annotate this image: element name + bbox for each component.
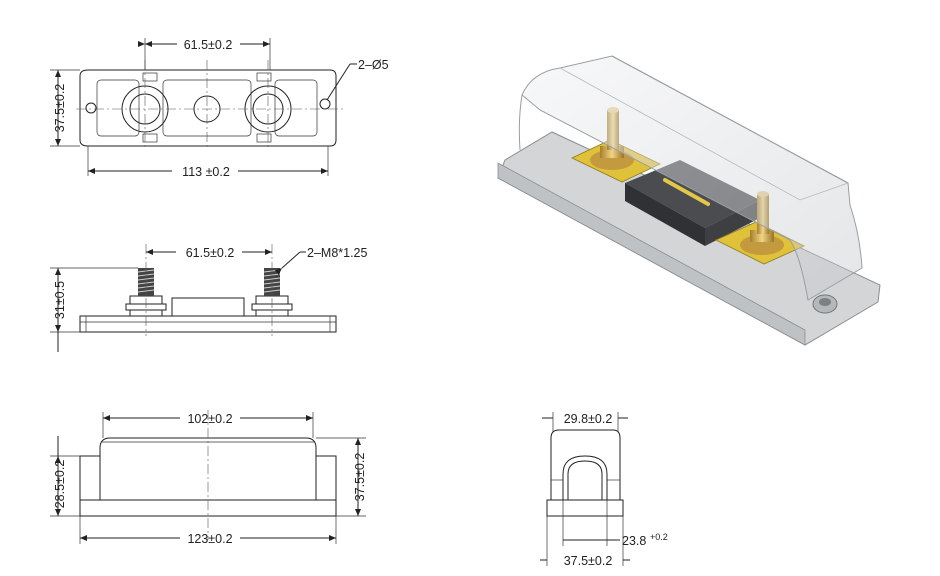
front-total-height-dim: 37.5±0.2	[353, 453, 367, 502]
front-cover-height-dim: 28.5±0.2	[53, 460, 67, 509]
side-height-dim: 31±0.5	[53, 281, 67, 319]
side-view: 61.5±0.2 31±0.5 2–M8*1.25	[50, 244, 368, 352]
top-center-spacing-dim: 61.5±0.2	[184, 38, 233, 52]
front-cover-length-dim: 102±0.2	[187, 412, 232, 426]
end-base-width-dim: 37.5±0.2	[564, 554, 613, 568]
end-view: 29.8±0.2 23.8 +0.2 37.5±0.2	[540, 412, 668, 568]
top-length-dim: 113 ±0.2	[182, 165, 230, 179]
thread-callout: 2–M8*1.25	[307, 246, 368, 260]
end-inner-width-dim: 23.8	[622, 534, 646, 548]
front-base-length-dim: 123±0.2	[187, 532, 232, 546]
end-cover-width-dim: 29.8±0.2	[564, 412, 613, 426]
side-stud-spacing-dim: 61.5±0.2	[186, 246, 235, 260]
end-inner-tolerance: +0.2	[650, 532, 668, 542]
hole-callout: 2–Ø5	[358, 58, 389, 72]
top-width-dim: 37.5±0.2	[53, 84, 67, 133]
front-view: 102±0.2 123±0.2 28.5±0.2 37.5±0.2	[50, 410, 367, 546]
top-view: 61.5±0.2 37.5±0.2 113 ±0.2 2–Ø5	[50, 38, 389, 179]
isometric-render	[497, 55, 881, 346]
